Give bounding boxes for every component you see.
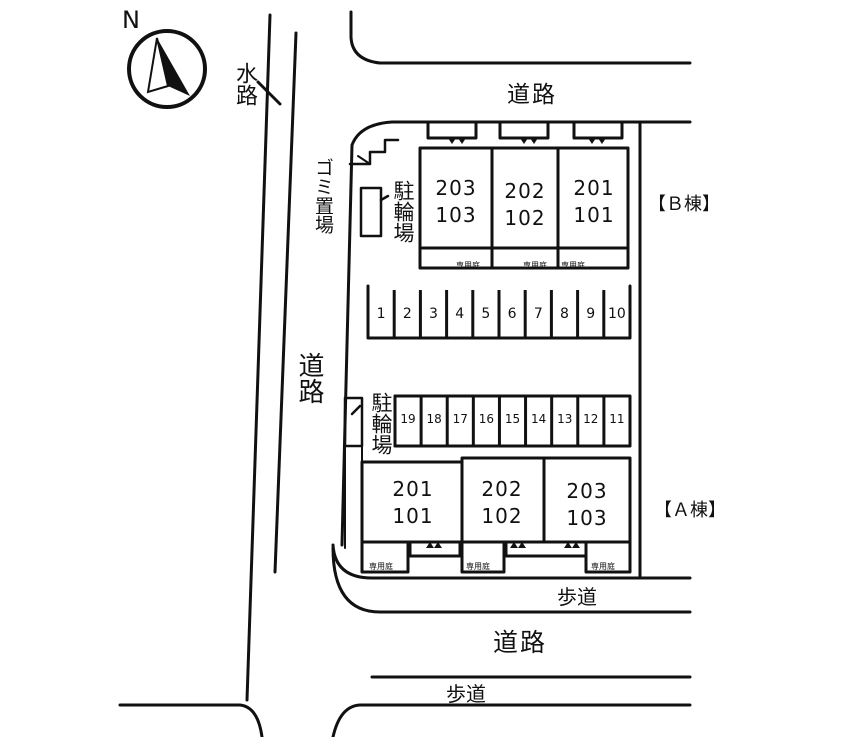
- parking-stall-number: 4: [455, 306, 465, 322]
- private-garden-label: 専用庭: [456, 261, 480, 270]
- sidewalk-lower-edge: [331, 546, 692, 614]
- parking-stall-number: 10: [607, 306, 626, 322]
- bottom-road-right: [331, 703, 692, 737]
- bike-rack-upper: [359, 186, 383, 238]
- private-garden-label: 専用庭: [523, 261, 547, 270]
- unit-lower-number: 103: [566, 506, 608, 530]
- unit-lower-number: 102: [481, 504, 523, 528]
- sidewalk-label-upper: 歩道: [557, 585, 597, 609]
- unit-upper-number: 201: [392, 477, 434, 501]
- canal-label: 水路: [232, 62, 257, 106]
- building-a-unit: 202 102: [467, 476, 537, 530]
- parking-stall-number: 16: [478, 412, 495, 426]
- canal-marker: [256, 80, 282, 106]
- parking-stall-number: 12: [583, 412, 599, 426]
- parking-stall-number: 9: [586, 306, 596, 322]
- private-garden-label: 専用庭: [369, 562, 393, 571]
- parking-stall-number: 7: [533, 306, 543, 322]
- building-a-label: 【Ａ棟】: [654, 500, 726, 521]
- parking-stall-number: 3: [429, 306, 438, 322]
- building-b-unit: 202 102: [490, 178, 560, 232]
- building-b-entrance-arrows: [448, 138, 606, 144]
- parking-lower-frame: [393, 394, 632, 448]
- bike-parking-lower-label: 駐輪場: [369, 392, 393, 455]
- compass-circle: [127, 29, 207, 109]
- unit-lower-number: 101: [573, 203, 615, 227]
- bike-rack-lower: [343, 396, 364, 448]
- parking-stall-number: 17: [452, 412, 468, 426]
- parking-stall-number: 5: [481, 306, 491, 322]
- bottom-road-left: [118, 703, 264, 737]
- building-a-unit: 203 103: [552, 478, 622, 532]
- site-left-edge: [340, 120, 422, 547]
- private-garden-label: 専用庭: [591, 562, 615, 571]
- parking-stall-number: 15: [504, 412, 521, 426]
- parking-stall-number: 1: [376, 306, 386, 322]
- private-garden-label: 専用庭: [561, 261, 585, 270]
- parking-stall-number: 8: [560, 306, 569, 322]
- road-label-left: 道路: [294, 352, 324, 404]
- garbage-area: [348, 138, 400, 166]
- unit-lower-number: 102: [504, 206, 546, 230]
- compass-needle: [157, 38, 190, 96]
- canal-line-right: [273, 31, 298, 574]
- garbage-area-label: ゴミ置場: [312, 158, 334, 234]
- parking-stall-number: 13: [557, 412, 573, 426]
- unit-upper-number: 201: [573, 176, 615, 200]
- parking-stall-number: 18: [426, 412, 442, 426]
- parking-stall-number: 6: [507, 306, 517, 322]
- sidewalk-label-lower: 歩道: [446, 682, 486, 706]
- unit-upper-number: 203: [435, 176, 477, 200]
- parking-stall-number: 14: [530, 412, 547, 426]
- building-b-unit: 203 103: [421, 175, 491, 229]
- compass-north-label: N: [122, 6, 140, 34]
- unit-upper-number: 203: [566, 479, 608, 503]
- parking-stall-number: 2: [402, 306, 412, 322]
- private-garden-label: 専用庭: [466, 562, 490, 571]
- road-label-bottom: 道路: [493, 628, 548, 657]
- road-label-top: 道路: [507, 82, 557, 108]
- bike-parking-upper-label: 駐輪場: [391, 180, 415, 243]
- top-road-edge: [349, 10, 692, 65]
- unit-upper-number: 202: [504, 179, 546, 203]
- building-a-outline: [360, 456, 632, 574]
- building-b-label: 【Ｂ棟】: [648, 194, 720, 215]
- building-a-unit: 201 101: [378, 476, 448, 530]
- building-b-unit: 201 101: [559, 175, 629, 229]
- unit-lower-number: 103: [435, 203, 477, 227]
- unit-upper-number: 202: [481, 477, 523, 501]
- parking-stall-number: 19: [400, 412, 416, 426]
- canal-line-left: [245, 13, 272, 702]
- building-a-entrance-arrows: [426, 542, 580, 548]
- parking-stall-number: 11: [609, 412, 625, 426]
- unit-lower-number: 101: [392, 504, 434, 528]
